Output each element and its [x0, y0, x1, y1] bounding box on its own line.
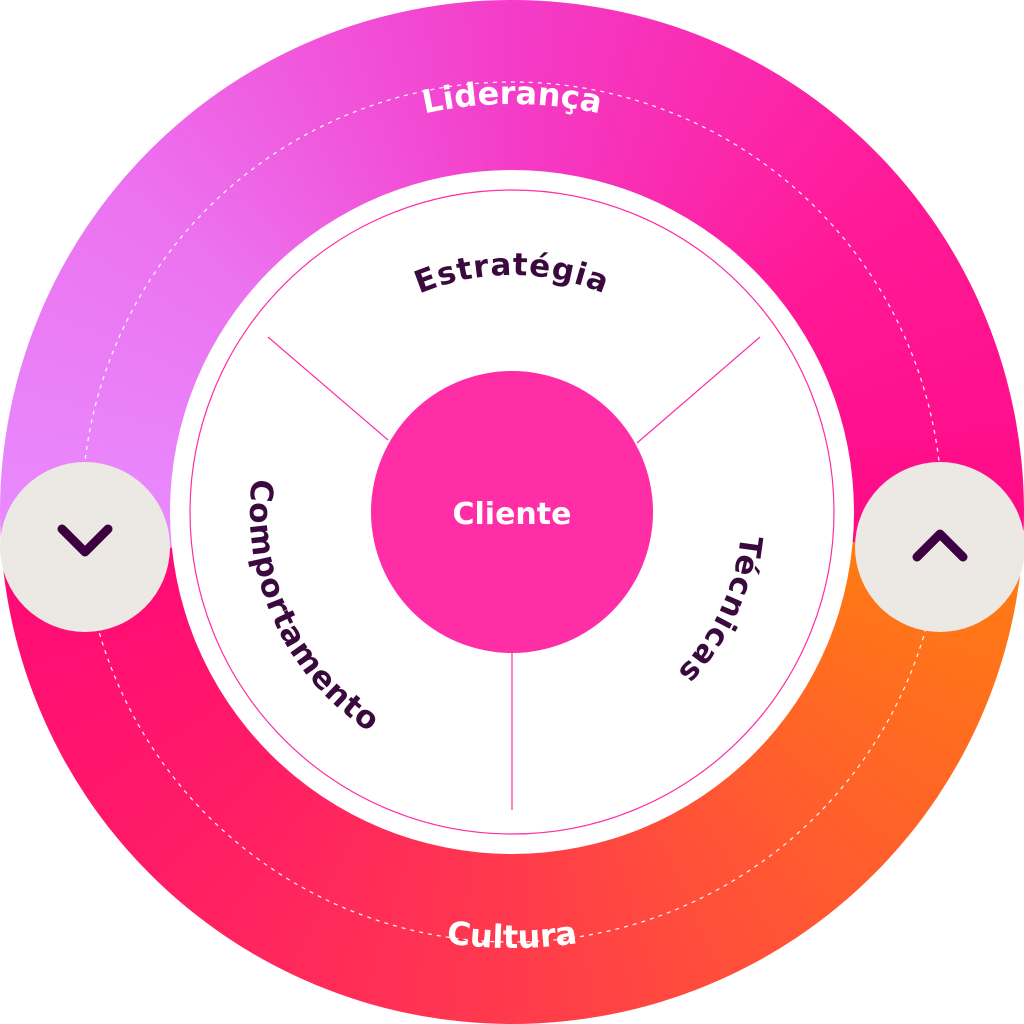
divider-right [636, 336, 761, 444]
hub-circle [371, 371, 653, 653]
rotate-up-button[interactable] [855, 462, 1024, 632]
label-cultura: Cultura [445, 913, 579, 956]
label-tecnicas: Técnicas [671, 534, 769, 692]
chevron-down-icon [57, 524, 113, 557]
hub-label: Cliente [453, 497, 572, 532]
label-lideranca: Liderança [419, 74, 606, 121]
divider-left [267, 336, 389, 441]
label-comportamento: Comportamento [242, 478, 387, 739]
label-estrategia-text: Estratégia [410, 247, 614, 301]
rotate-down-button[interactable] [0, 462, 170, 632]
inner-outline [189, 189, 835, 835]
label-tecnicas-text: Técnicas [671, 534, 768, 692]
chevron-up-icon [912, 529, 968, 562]
label-cultura-text: Cultura [445, 913, 579, 956]
label-comportamento-text: Comportamento [242, 478, 386, 739]
label-lideranca-text: Liderança [419, 74, 606, 121]
label-estrategia: Estratégia [410, 247, 615, 301]
